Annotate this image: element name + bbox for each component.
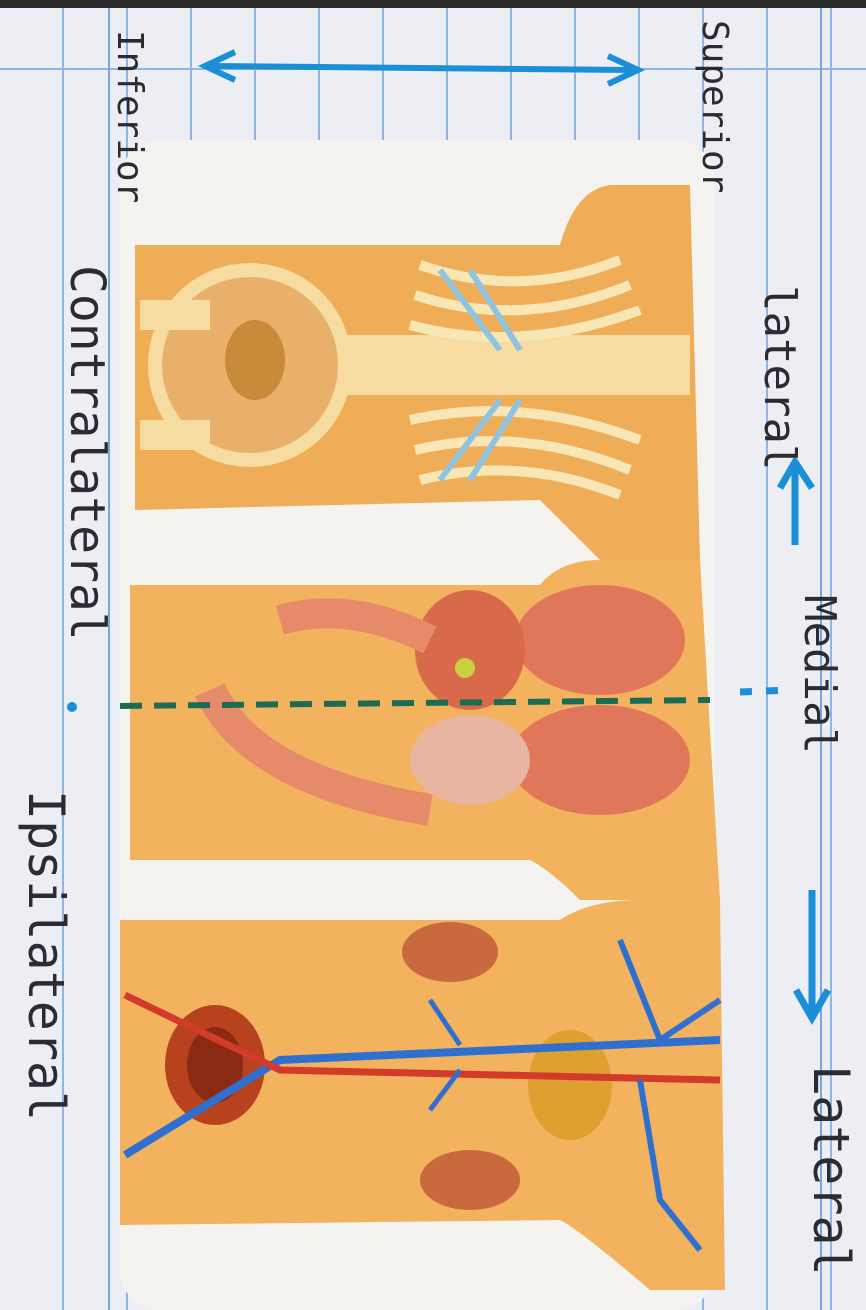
organs-panel	[130, 560, 720, 900]
ipsilateral-label: Ipsilateral	[17, 790, 75, 1121]
superior-label: Superior	[694, 20, 735, 193]
superior-inferior-arrow	[205, 52, 638, 84]
medial-label: Medial	[794, 595, 845, 754]
lateral-arrow-down	[796, 890, 828, 1018]
midline-dot	[67, 702, 77, 712]
lateral-arrow-up	[780, 462, 812, 545]
inferior-label: Inferior	[109, 30, 150, 203]
midline-extension	[740, 690, 790, 692]
lateral-top-label: lateral	[754, 285, 805, 470]
lateral-bottom-label: Lateral	[802, 1065, 860, 1276]
contralateral-label: Contralateral	[59, 265, 115, 641]
